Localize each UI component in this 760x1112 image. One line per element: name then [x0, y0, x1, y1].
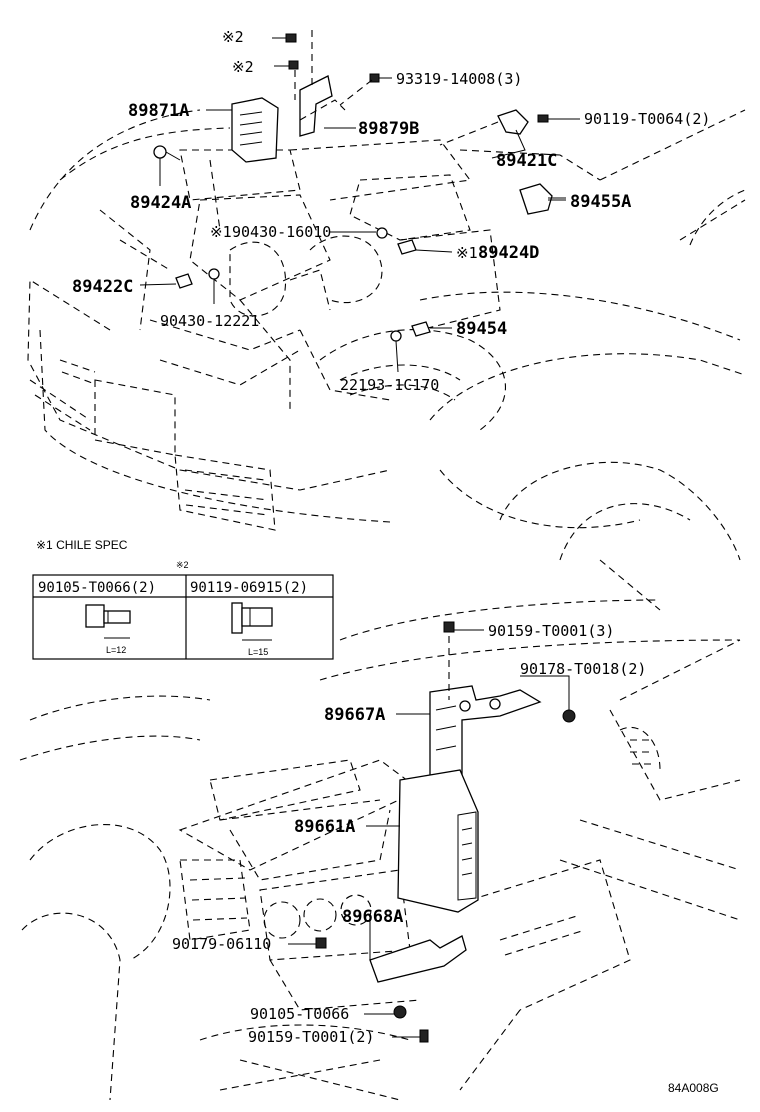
label-89668a: 89668A	[342, 907, 403, 927]
label-90105: 90105-T0066	[250, 1005, 349, 1023]
bolt-90159-t0001-3[interactable]	[443, 621, 455, 633]
label-22193: 22193-1C170	[340, 376, 439, 394]
table-col2-dim: L=15	[248, 647, 268, 657]
mark1-label-b: ※1	[456, 244, 478, 262]
label-89667a: 89667A	[324, 705, 385, 725]
label-89879b: 89879B	[358, 119, 419, 139]
mark2-label-a: ※2	[222, 28, 244, 46]
label-90430-16010: 90430-16010	[232, 223, 331, 241]
part-22193[interactable]	[390, 330, 402, 342]
engine-bay-illustration	[27, 109, 746, 561]
part-89424a[interactable]	[153, 145, 181, 186]
part-89424d[interactable]	[397, 239, 417, 255]
part-89421c[interactable]	[497, 109, 529, 135]
chile-spec-note: ※1 CHILE SPEC	[36, 538, 128, 552]
mark2-label-b: ※2	[232, 58, 254, 76]
part-89454[interactable]	[411, 321, 431, 337]
label-89421c: 89421C	[496, 151, 557, 171]
label-90159-t0001-2: 90159-T0001(2)	[248, 1028, 374, 1046]
label-90430-12221: 90430-12221	[160, 312, 259, 330]
figure-code: 84A008G	[668, 1081, 719, 1095]
label-90178: 90178-T0018(2)	[520, 660, 646, 678]
label-89455a: 89455A	[570, 192, 631, 212]
label-90119-t0064: 90119-T0064(2)	[584, 110, 710, 128]
label-89424a: 89424A	[130, 193, 191, 213]
bolt-90119-t0064[interactable]	[537, 114, 549, 123]
engine-parts	[139, 30, 580, 373]
label-93319: 93319-14008(3)	[396, 70, 522, 88]
label-89422c: 89422C	[72, 277, 133, 297]
part-89871a[interactable]	[231, 97, 279, 163]
bolt-90159-t0001-2[interactable]	[419, 1029, 429, 1043]
part-89879b[interactable]	[299, 75, 333, 137]
bolt-mark2-b[interactable]	[274, 60, 299, 70]
dash-labels: 90159-T0001(3) 90178-T0018(2) 89667A 896…	[172, 622, 646, 1046]
nut-90178[interactable]	[562, 709, 576, 723]
bolt-90179[interactable]	[315, 937, 327, 949]
washer-90430-16010[interactable]	[376, 227, 388, 239]
bolt-icon-90105	[85, 604, 131, 639]
bolt-table: 90105-T0066(2) 90119-06915(2) L=12 L=15	[32, 574, 334, 660]
bolt-90105[interactable]	[393, 1005, 407, 1019]
part-89455a[interactable]	[519, 183, 553, 215]
label-90159-t0001-3: 90159-T0001(3)	[488, 622, 614, 640]
part-89667a[interactable]	[429, 685, 542, 783]
label-89661a: 89661A	[294, 817, 355, 837]
part-89422c[interactable]	[175, 273, 193, 289]
table-col1-dim: L=12	[106, 645, 126, 655]
bolt-93319[interactable]	[339, 73, 392, 106]
dashboard-illustration	[19, 559, 741, 1101]
mark1-label-a: ※1	[210, 223, 232, 241]
label-89454: 89454	[456, 319, 507, 339]
part-89661a[interactable]	[397, 769, 479, 913]
table-mark2: ※2	[176, 560, 189, 570]
table-col2-header: 90119-06915(2)	[190, 580, 308, 596]
engine-labels: ※2 ※2 93319-14008(3) 89871A 90119-T0064(…	[72, 28, 710, 394]
bolt-mark2-a[interactable]	[272, 33, 297, 43]
label-90179: 90179-06110	[172, 935, 271, 953]
part-89668a[interactable]	[369, 935, 467, 983]
dash-parts	[288, 621, 576, 1043]
table-col1-header: 90105-T0066(2)	[38, 580, 156, 596]
label-89871a: 89871A	[128, 101, 189, 121]
washer-90430-12221[interactable]	[208, 268, 220, 280]
label-89424d: 89424D	[478, 243, 539, 263]
bolt-icon-90119	[231, 602, 273, 641]
